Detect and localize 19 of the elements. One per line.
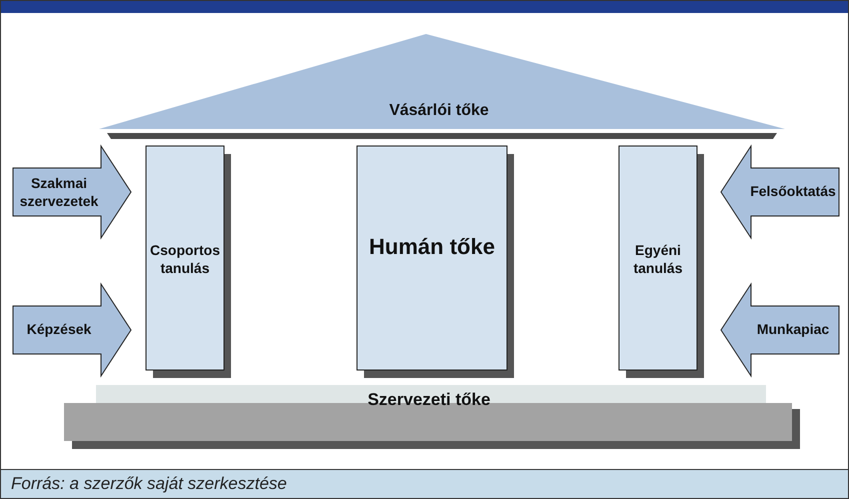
roof-triangle <box>99 31 785 139</box>
pillar-box <box>619 146 704 378</box>
pillar-title: Humán tőke <box>368 234 496 260</box>
shape-label: Munkapiac <box>756 320 830 338</box>
arrow-shape <box>721 284 839 376</box>
arrow-shape <box>13 284 131 376</box>
shape-label: Felsőoktatás <box>749 182 837 200</box>
arrow-shape <box>721 146 839 238</box>
shape-label: Szakmai szervezetek <box>18 174 100 210</box>
pillar-box <box>146 146 231 378</box>
shape-label: Csoportos tanulás <box>149 241 221 277</box>
shape-label: Egyéni tanulás <box>632 241 684 277</box>
foundation-slab <box>64 385 800 449</box>
arrow-shape <box>13 146 131 238</box>
pillar-box <box>357 146 514 378</box>
shape-label: Vásárlói tőke <box>388 101 490 121</box>
source-caption: Forrás: a szerzők saját szerkesztése <box>11 474 287 494</box>
shape-label: Képzések <box>26 320 92 338</box>
shape-label: Szervezeti tőke <box>366 389 492 410</box>
